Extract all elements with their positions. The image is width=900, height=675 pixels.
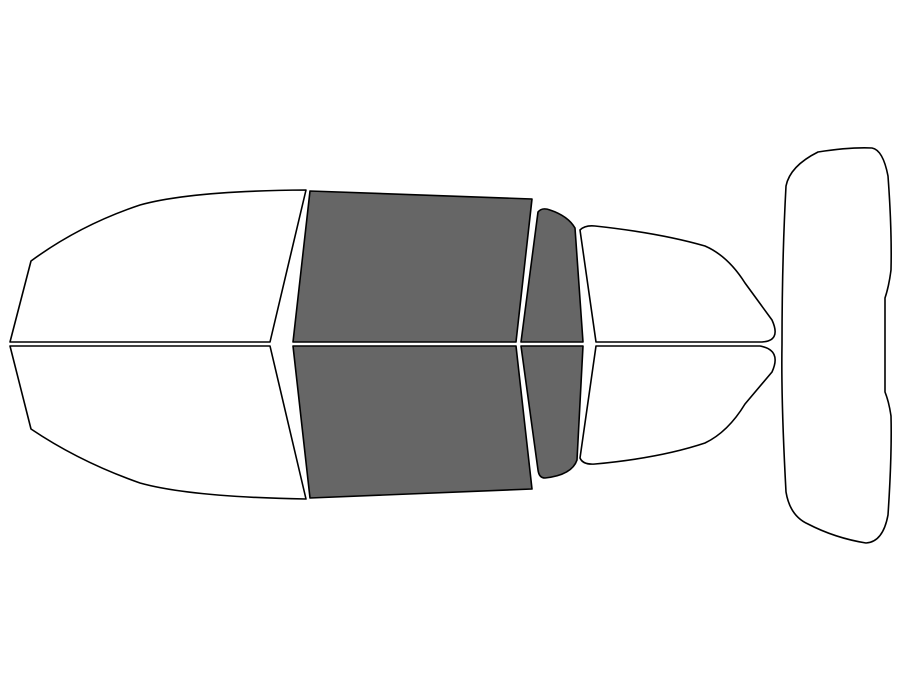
windshield-upper-pane[interactable] <box>9 189 307 343</box>
rear-window-pane[interactable] <box>781 147 892 544</box>
windshield-lower-pane[interactable] <box>9 345 307 500</box>
rear-door-upper-pane[interactable] <box>520 208 584 343</box>
quarter-lower-pane[interactable] <box>579 345 776 465</box>
quarter-upper-pane[interactable] <box>579 225 776 343</box>
front-door-upper-pane[interactable] <box>292 190 533 343</box>
rear-door-lower-pane[interactable] <box>520 345 584 479</box>
front-door-lower-pane[interactable] <box>292 345 533 499</box>
